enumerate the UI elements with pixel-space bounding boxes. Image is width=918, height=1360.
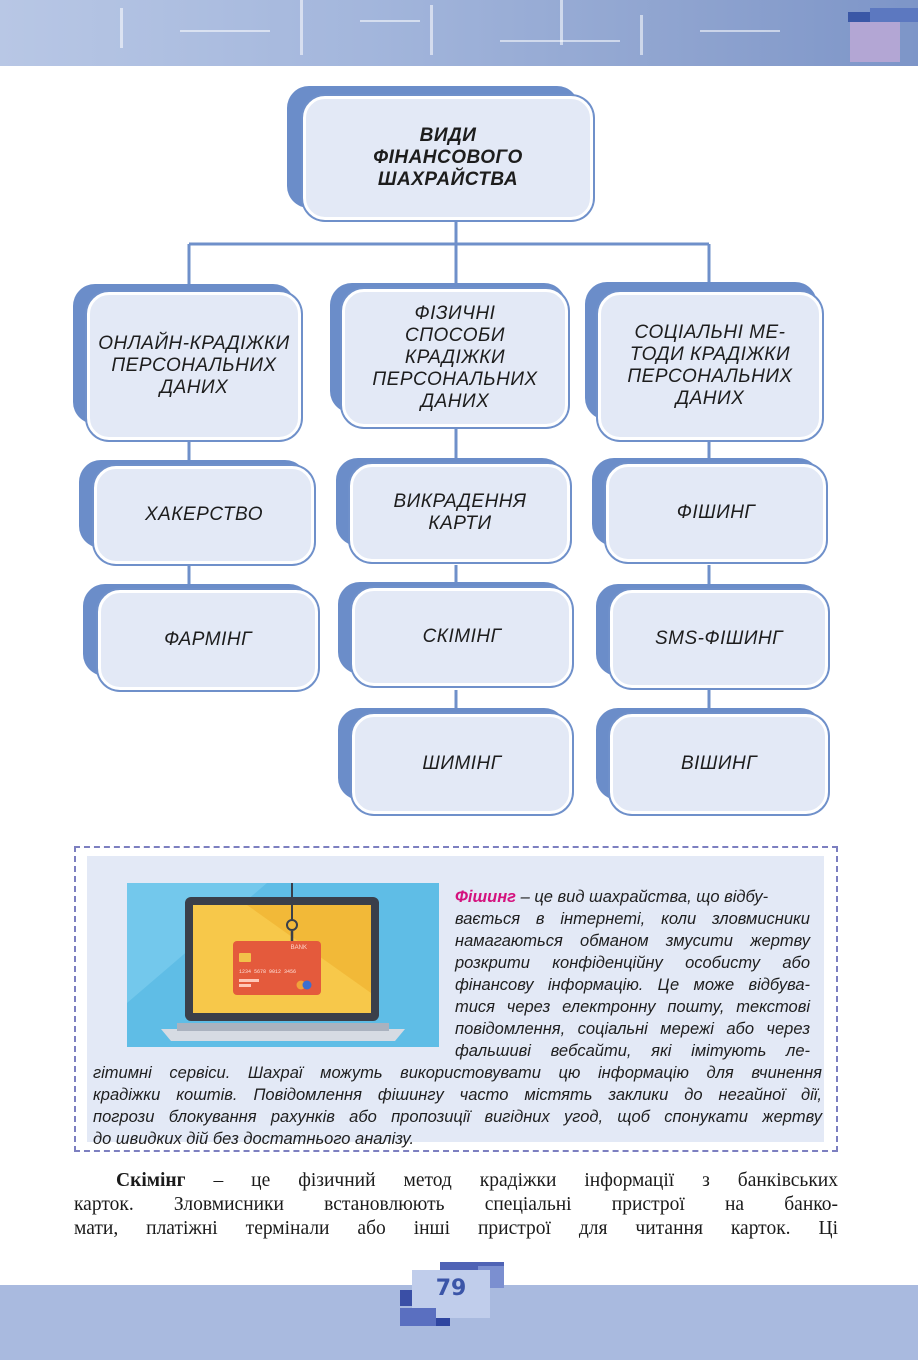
page-number-badge: 79	[400, 1262, 510, 1328]
phishing-definition-line-4: розкрити конфіденційну особисту або	[455, 954, 810, 972]
phishing-info-box: BANK 1234 5678 9012 3456 Фішинг – це вид…	[74, 846, 838, 1152]
header-band	[0, 0, 918, 66]
svg-text:BANK: BANK	[291, 945, 307, 951]
phishing-definition-line-10: крадіжки коштів. Повідомлення фішингу ча…	[93, 1086, 822, 1104]
node-pharming-label: ФАРМІНГ	[164, 629, 252, 650]
phishing-definition-line-7: повідомлення, соціальні мережі або через	[455, 1020, 810, 1038]
phishing-definition-line-5: фінансову інформацію. Це може відбува-	[455, 976, 810, 994]
node-vishing-label: ВІШИНГ	[680, 753, 758, 774]
node-category-social-label: СОЦІАЛЬНІ МЕ- ТОДИ КРАДІЖКИ ПЕРСОНАЛЬНИХ…	[627, 322, 793, 409]
phishing-definition-line-2: вається в інтернеті, коли зловмисники	[455, 910, 810, 928]
node-category-online-label: ОНЛАЙН-КРАДІЖКИ ПЕРСОНАЛЬНИХ ДАНИХ	[98, 333, 290, 398]
node-hacking-label: ХАКЕРСТВО	[144, 504, 264, 525]
skimming-paragraph-line-3: мати, платіжні термінали або інші пристр…	[74, 1218, 838, 1239]
corner-square-dark	[848, 12, 870, 22]
skimming-paragraph-line-2: карток. Зловмисники встановлюють спеціал…	[74, 1194, 838, 1215]
phishing-term: Фішинг	[455, 888, 516, 906]
corner-square-light	[850, 22, 900, 62]
node-category-physical-label: ФІЗИЧНІ СПОСОБИ КРАДІЖКИ ПЕРСОНАЛЬНИХ ДА…	[372, 303, 538, 412]
phishing-definition-line-1: Фішинг – це вид шахрайства, що відбу-	[455, 888, 769, 906]
phishing-definition-line-8: фальшиві вебсайти, які імітують ле-	[455, 1042, 810, 1060]
node-skimming-label: СКІМІНГ	[422, 626, 502, 647]
phishing-definition-line-12: до швидких дій без достатнього аналізу.	[93, 1130, 415, 1148]
svg-text:1234 5678 9012 3456: 1234 5678 9012 3456	[239, 969, 296, 975]
phishing-info-panel: BANK 1234 5678 9012 3456 Фішинг – це вид…	[87, 856, 824, 1148]
phishing-definition-line-3: намагаються обманом змусити жертву	[455, 932, 810, 950]
node-shimming-label: ШИМІНГ	[422, 753, 502, 774]
node-card-theft-label: ВИКРАДЕННЯ КАРТИ	[393, 491, 527, 534]
skimming-term: Скімінг	[116, 1170, 186, 1191]
page-number: 79	[435, 1276, 467, 1301]
phishing-definition-line-11: погрози блокування рахунків або пропозиц…	[93, 1108, 822, 1126]
skimming-paragraph-line-1: Скімінг – це фізичний метод крадіжки інф…	[116, 1170, 838, 1191]
phishing-definition-line-6: тися через електронну пошту, текстові	[455, 998, 810, 1016]
corner-square-blue	[870, 8, 918, 22]
phishing-laptop-illustration: BANK 1234 5678 9012 3456	[127, 883, 439, 1047]
node-phishing-label: ФІШИНГ	[676, 502, 756, 523]
phishing-definition-line-9: гітимні сервіси. Шахраї можуть використо…	[93, 1064, 822, 1082]
node-sms-phishing-label: SMS-ФІШИНГ	[654, 628, 784, 649]
node-root-label: ВИДИ ФІНАНСОВОГО ШАХРАЙСТВА	[373, 125, 523, 190]
